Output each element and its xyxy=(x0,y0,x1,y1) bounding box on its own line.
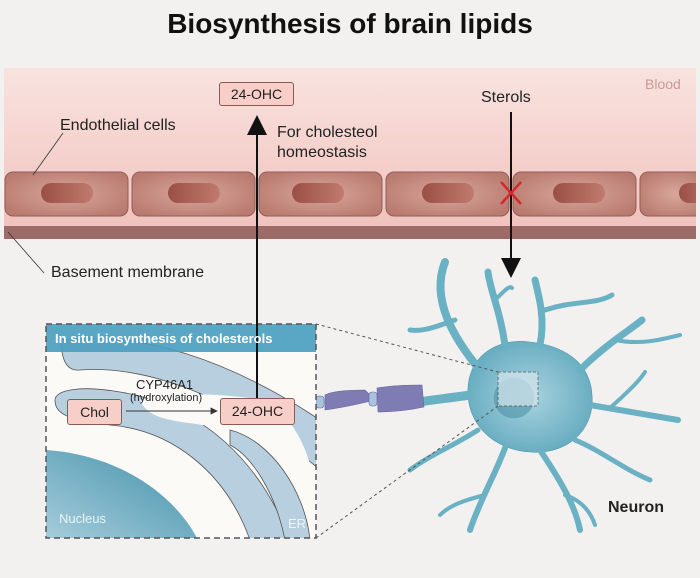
endothelial-leader-line xyxy=(32,132,64,176)
er-label: ER xyxy=(288,516,307,531)
basement-leader-line xyxy=(7,231,45,274)
inset-connector-top xyxy=(315,323,499,373)
endothelial-cell xyxy=(639,171,700,217)
neuron-illustration xyxy=(407,258,682,533)
zoom-region-marker xyxy=(497,371,539,407)
basement-membrane xyxy=(4,226,696,239)
er-membrane xyxy=(229,429,311,538)
reaction-label: (hydroxylation) xyxy=(130,392,203,404)
endothelial-cell xyxy=(131,171,256,217)
blocked-x-icon xyxy=(500,181,522,205)
enzyme-label: CYP46A1 xyxy=(136,377,194,392)
inset-border xyxy=(45,323,317,539)
efflux-product-box: 24-OHC xyxy=(219,82,294,106)
inset-connector-bottom xyxy=(315,405,499,539)
product-box: 24-OHC xyxy=(220,398,295,425)
endothelial-cell xyxy=(385,171,510,217)
neuron-label: Neuron xyxy=(608,499,664,516)
inset-header-bar xyxy=(46,324,316,352)
diagram-title: Biosynthesis of brain lipids xyxy=(167,8,533,39)
substrate-box: Chol xyxy=(67,399,122,425)
endothelial-cells xyxy=(4,171,700,217)
endothelial-label: Endothelial cells xyxy=(60,117,176,134)
endothelial-cell xyxy=(4,171,129,217)
axon xyxy=(315,384,425,413)
sterols-label: Sterols xyxy=(481,89,531,106)
blood-label: Blood xyxy=(645,76,681,92)
endothelial-cell xyxy=(258,171,383,217)
inset-nucleus xyxy=(46,450,197,538)
nucleus-label: Nucleus xyxy=(59,511,106,526)
efflux-note-line2: homeostasis xyxy=(277,144,367,161)
inset-panel xyxy=(45,323,317,539)
basement-membrane-label: Basement membrane xyxy=(51,264,204,281)
inset-header: In situ biosynthesis of cholesterols xyxy=(55,331,273,346)
efflux-note-line1: For cholesteol xyxy=(277,124,378,141)
endothelial-cell xyxy=(512,171,637,217)
